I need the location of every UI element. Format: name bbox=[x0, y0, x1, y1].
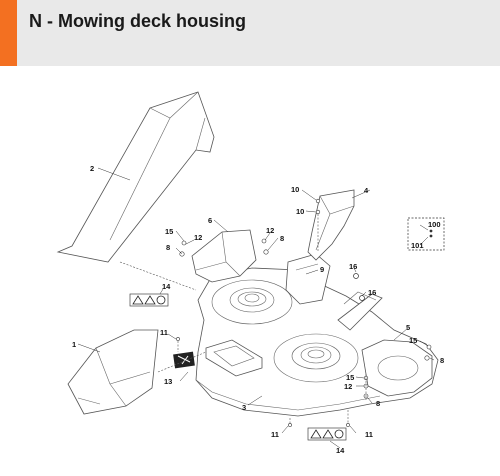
callout-15-lower: 15 bbox=[346, 373, 354, 382]
part-14-warning-labels-lower bbox=[307, 427, 347, 441]
hardware-fasteners bbox=[176, 198, 432, 427]
callout-8-lower: 8 bbox=[376, 399, 380, 408]
callout-10-bottom: 10 bbox=[296, 207, 304, 216]
header-accent bbox=[0, 0, 17, 66]
part-6-cover bbox=[191, 229, 257, 283]
leader-lines bbox=[77, 167, 435, 449]
part-13-safety-label bbox=[173, 351, 195, 369]
callout-5: 5 bbox=[406, 323, 410, 332]
kit-box-100-101 bbox=[407, 217, 445, 251]
callout-12-right: 12 bbox=[344, 382, 352, 391]
callout-2: 2 bbox=[90, 164, 94, 173]
callout-4: 4 bbox=[364, 186, 369, 195]
callout-15-left: 15 bbox=[165, 227, 173, 236]
assembly-guide-lines bbox=[119, 214, 367, 424]
header-bar bbox=[0, 0, 500, 66]
callout-14-upper: 14 bbox=[162, 282, 171, 291]
callout-10-top: 10 bbox=[291, 185, 299, 194]
callout-11-left: 11 bbox=[160, 328, 168, 337]
callout-11-bottom-left: 11 bbox=[271, 430, 279, 439]
callout-labels: 2 1 3 4 5 6 8 8 8 8 9 10 10 11 11 11 12 … bbox=[72, 164, 444, 455]
callout-13: 13 bbox=[164, 377, 172, 386]
callout-14-lower: 14 bbox=[336, 446, 345, 455]
callout-1: 1 bbox=[72, 340, 76, 349]
page-title: N - Mowing deck housing bbox=[29, 11, 246, 31]
callout-16-bottom: 16 bbox=[368, 288, 376, 297]
callout-101: 101 bbox=[411, 241, 424, 250]
part-2-discharge-chute bbox=[56, 91, 215, 263]
callout-16-top: 16 bbox=[349, 262, 357, 271]
parts-diagram: 2 1 3 4 5 6 8 8 8 8 9 10 10 11 11 11 12 … bbox=[56, 91, 445, 455]
part-1-grass-deflector bbox=[67, 329, 159, 415]
callout-15-right: 15 bbox=[409, 336, 417, 345]
part-14-warning-labels-upper bbox=[129, 293, 169, 307]
callout-11-bottom-right: 11 bbox=[365, 430, 373, 439]
part-4-bracket bbox=[307, 189, 355, 261]
callout-8-center: 8 bbox=[280, 234, 284, 243]
callout-12-left: 12 bbox=[194, 233, 202, 242]
callout-100: 100 bbox=[428, 220, 441, 229]
callout-12-center: 12 bbox=[266, 226, 274, 235]
part-5-blade-guard bbox=[361, 339, 433, 397]
callout-8-right: 8 bbox=[440, 356, 444, 365]
callout-3: 3 bbox=[242, 403, 246, 412]
callout-8-left: 8 bbox=[166, 243, 170, 252]
callout-9: 9 bbox=[320, 265, 324, 274]
callout-6: 6 bbox=[208, 216, 212, 225]
